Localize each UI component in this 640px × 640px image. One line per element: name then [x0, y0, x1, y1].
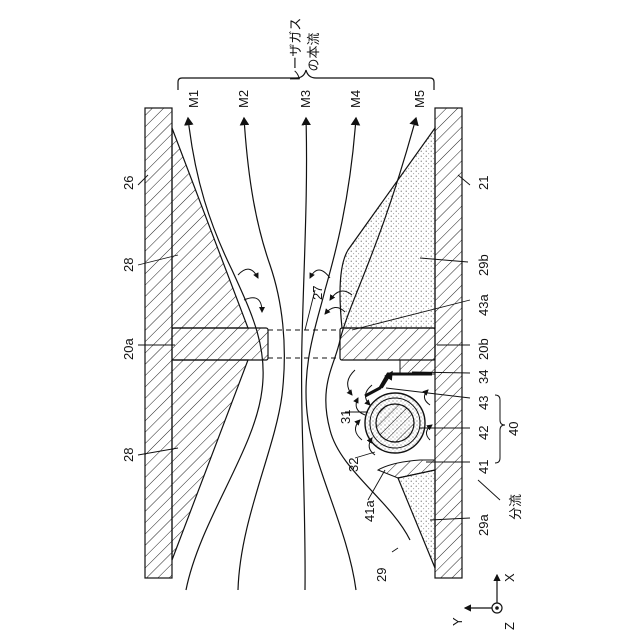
label-29b: 29b [476, 254, 491, 276]
label-branch-flow: 分流 [509, 494, 524, 520]
electrode-20a [172, 328, 268, 360]
label-32: 32 [346, 458, 361, 472]
label-41: 41 [476, 460, 491, 474]
label-26: 26 [121, 176, 136, 190]
fan-cylinder [365, 393, 425, 453]
label-43a: 43a [476, 294, 491, 316]
label-m2: M2 [236, 90, 251, 108]
discharge-gap [268, 330, 340, 358]
main-flow-label-line1: レーザガス [289, 18, 304, 83]
axis-x-label: X [502, 573, 517, 582]
label-m1: M1 [186, 90, 201, 108]
part-29a [398, 470, 435, 568]
wedge-28-lower [172, 360, 248, 560]
electrode-20b [340, 328, 435, 360]
label-40: 40 [506, 422, 521, 436]
wall-26 [145, 108, 172, 578]
streamline-m3 [302, 118, 307, 590]
main-flow-bracket [178, 70, 434, 90]
label-20b: 20b [476, 338, 491, 360]
label-27: 27 [310, 286, 325, 300]
axis-z-label: Z [502, 622, 517, 630]
label-20a: 20a [121, 338, 136, 360]
label-28-upper: 28 [121, 258, 136, 272]
label-42: 42 [476, 426, 491, 440]
label-29: 29 [374, 568, 389, 582]
label-21: 21 [476, 176, 491, 190]
axis-y-label: Y [450, 617, 465, 626]
label-m4: M4 [348, 90, 363, 108]
label-41a: 41a [362, 500, 377, 522]
label-34: 34 [476, 370, 491, 384]
label-m5: M5 [412, 90, 427, 108]
wedge-28-upper [172, 128, 248, 328]
label-43: 43 [476, 396, 491, 410]
coordinate-axes: X Y Z [450, 573, 517, 630]
label-28-lower: 28 [121, 448, 136, 462]
label-m3: M3 [298, 90, 313, 108]
label-29a: 29a [476, 514, 491, 536]
brace-40 [495, 395, 505, 463]
main-flow-label-line2: の本流 [307, 32, 322, 71]
label-31: 31 [338, 410, 353, 424]
wall-21 [435, 108, 462, 578]
